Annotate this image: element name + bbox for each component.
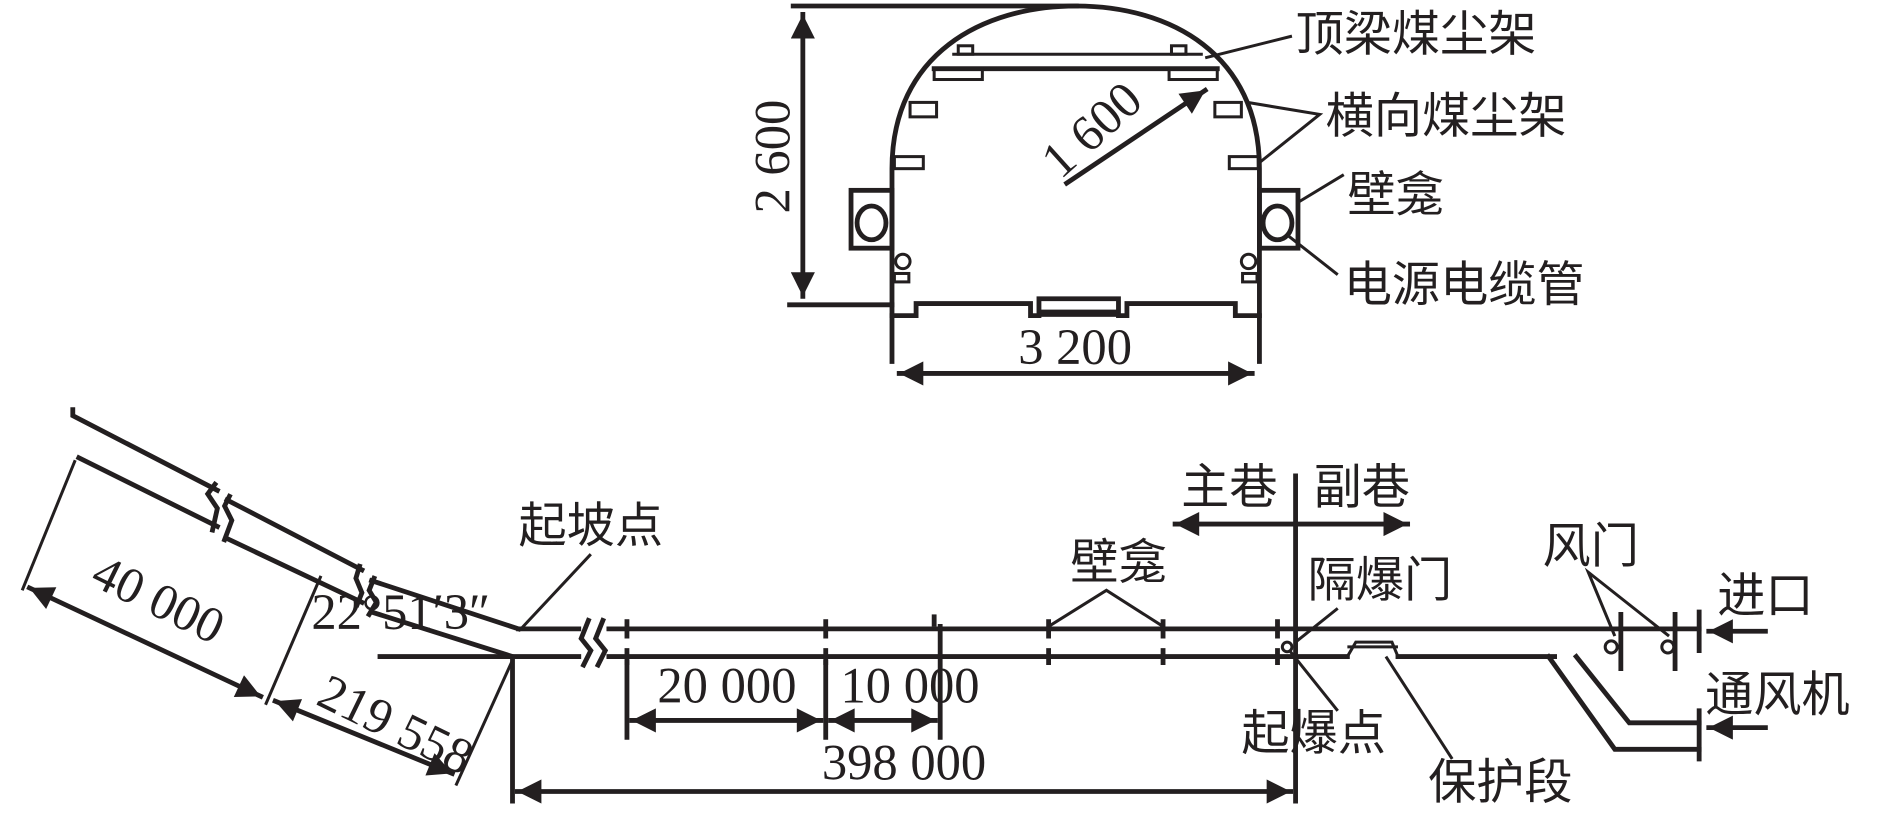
break-mark bbox=[204, 480, 235, 543]
dim-label-398000: 398 000 bbox=[822, 734, 986, 790]
height-dim-label: 2 600 bbox=[745, 100, 801, 214]
leader-line bbox=[1247, 100, 1324, 164]
dim-arrow-219558 bbox=[272, 698, 456, 777]
dim-label-10000: 10 000 bbox=[841, 657, 980, 713]
air-door-hinge bbox=[1660, 639, 1676, 655]
extension-line bbox=[454, 659, 514, 787]
break-mark bbox=[353, 563, 380, 618]
transverse-rack bbox=[908, 100, 939, 119]
beam-bracket bbox=[1169, 44, 1188, 56]
pipe-bracket bbox=[1241, 271, 1259, 284]
label-fan: 通风机 bbox=[1705, 669, 1850, 722]
label-transverse-dust-rack: 横向煤尘架 bbox=[1326, 91, 1567, 144]
leader-line bbox=[1286, 233, 1339, 276]
label-wall-niche: 壁龛 bbox=[1347, 169, 1443, 222]
label-explosion-door: 隔爆门 bbox=[1308, 554, 1453, 607]
label-ignition-point: 起爆点 bbox=[1241, 707, 1386, 760]
small-pipe-right bbox=[1239, 252, 1258, 271]
beam-bracket bbox=[956, 44, 975, 56]
dim-arrow-40000 bbox=[26, 584, 264, 700]
small-pipe-left bbox=[894, 252, 912, 271]
label-auxiliary-roadway: 副巷 bbox=[1314, 462, 1410, 515]
cross-section: 2 600 3 200 1 600 顶梁煤尘架 横向煤尘架 壁龛 电源电缆管 bbox=[745, 3, 1585, 386]
leader-line bbox=[1294, 607, 1339, 644]
label-air-door: 风门 bbox=[1543, 521, 1639, 574]
center-rail bbox=[1038, 309, 1119, 317]
leader-line bbox=[519, 553, 592, 630]
transverse-rack bbox=[1213, 100, 1243, 119]
extension-line bbox=[20, 459, 77, 591]
break-mark bbox=[578, 617, 609, 669]
label-roof-beam-dust-rack: 顶梁煤尘架 bbox=[1296, 9, 1537, 62]
leader-line bbox=[1584, 567, 1670, 638]
label-inlet: 进口 bbox=[1717, 570, 1813, 623]
ignition-point-marker bbox=[1280, 640, 1294, 654]
fan-duct-outer bbox=[1545, 653, 1702, 752]
leader-line bbox=[1047, 588, 1164, 628]
cable-pipe-right bbox=[1260, 203, 1295, 243]
extension-line bbox=[264, 575, 323, 706]
width-dim-label: 3 200 bbox=[1018, 319, 1132, 375]
transverse-rack bbox=[892, 155, 925, 171]
label-power-cable-pipe: 电源电缆管 bbox=[1344, 259, 1585, 312]
leader-line bbox=[1384, 655, 1454, 760]
radius-dim-arrow bbox=[1063, 87, 1209, 187]
radius-dim-label: 1 600 bbox=[1030, 71, 1152, 189]
beam-bracket bbox=[1167, 67, 1219, 82]
dim-label-40000: 40 000 bbox=[84, 543, 234, 654]
cable-pipe-left bbox=[854, 203, 889, 243]
angle-label: 22°51′3″ bbox=[311, 584, 490, 640]
dim-label-219558: 219 558 bbox=[310, 663, 482, 785]
label-protection-section: 保护段 bbox=[1428, 757, 1573, 810]
fan-duct-inner bbox=[1572, 653, 1702, 726]
leader-line bbox=[1204, 34, 1293, 60]
label-wall-niche: 壁龛 bbox=[1070, 536, 1166, 589]
floor-profile bbox=[889, 296, 1262, 319]
longitudinal-section: 40 000 219 558 22°51′3″ 20 000 10 000 39… bbox=[20, 407, 1850, 810]
leader-line bbox=[1288, 649, 1339, 712]
label-slope-start: 起坡点 bbox=[519, 500, 664, 553]
incline-upper-wall bbox=[70, 407, 522, 632]
beam-bracket bbox=[932, 67, 984, 82]
wall-niche-right bbox=[1257, 187, 1301, 251]
arch-outline bbox=[889, 3, 1262, 364]
protection-section bbox=[1346, 640, 1400, 658]
incline-lower-wall bbox=[75, 454, 516, 660]
transverse-rack bbox=[1227, 155, 1260, 171]
leader-line bbox=[1297, 173, 1345, 204]
dim-label-20000: 20 000 bbox=[657, 657, 796, 713]
pipe-bracket bbox=[892, 271, 911, 284]
label-main-roadway: 主巷 bbox=[1181, 462, 1277, 515]
air-door-hinge bbox=[1603, 639, 1619, 655]
wall-niche-left bbox=[848, 187, 895, 251]
